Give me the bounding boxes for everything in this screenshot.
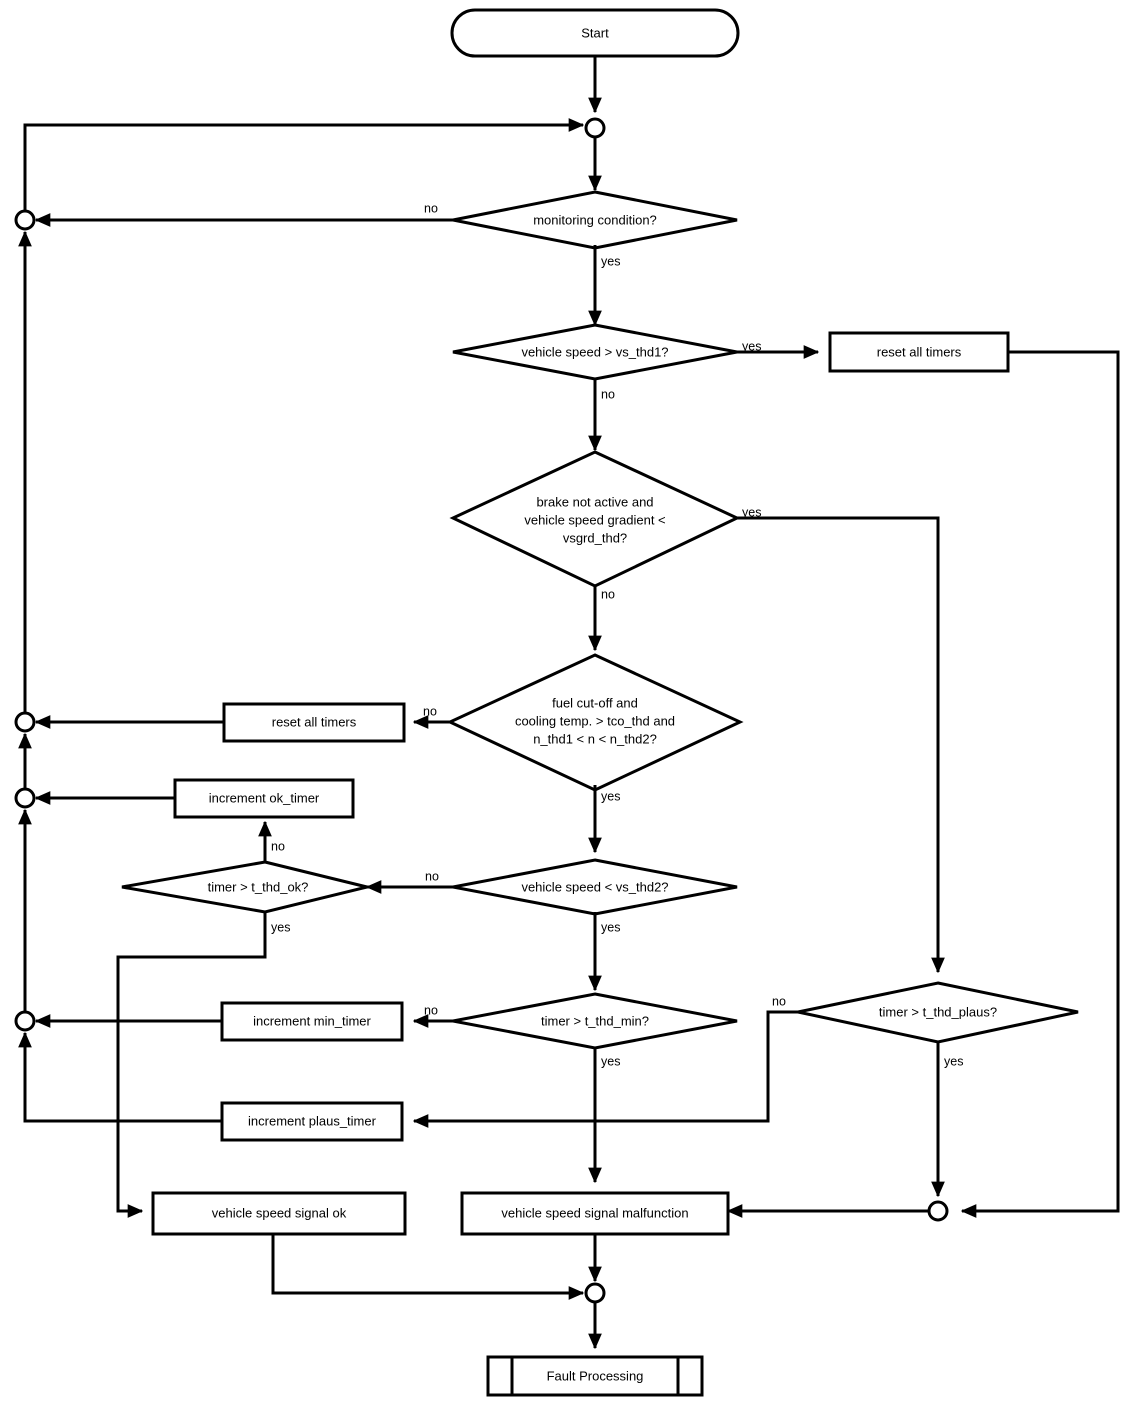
node-brake-gradient[interactable]: brake not active and vehicle speed gradi…: [449, 450, 741, 588]
fuel-cutoff-label-line3: n_thd1 < n < n_thd2?: [533, 731, 657, 746]
node-fault-processing[interactable]: Fault Processing: [486, 1355, 704, 1397]
node-merge-right-bottom[interactable]: [927, 1200, 949, 1222]
start-shape: [450, 8, 740, 58]
merge-left-3-circle: [14, 787, 36, 809]
timer-thd-plaus-label: timer > t_thd_plaus?: [879, 1004, 997, 1019]
edge-signal-ok-to-bottom-merge: [271, 1234, 585, 1300]
fuel-cutoff-label-line1: fuel cut-off and: [552, 695, 638, 710]
reset-all-timers-top-label: reset all timers: [877, 344, 962, 359]
edge-t-thd-plaus-no-to-increment-plaus: [412, 1010, 800, 1128]
node-increment-min-timer[interactable]: increment min_timer: [220, 1001, 404, 1042]
start-label: Start: [581, 25, 609, 40]
reset-all-timers-mid-label: reset all timers: [272, 714, 357, 729]
node-timer-thd-plaus[interactable]: timer > t_thd_plaus?: [797, 981, 1079, 1044]
brake-gradient-shape: [449, 450, 741, 588]
increment-ok-timer-shape: [173, 778, 355, 819]
timer-thd-min-shape: [452, 992, 738, 1050]
node-timer-thd-min[interactable]: timer > t_thd_min?: [452, 992, 738, 1050]
edge-label-fuel-no: no: [423, 704, 437, 718]
vehicle-speed-thd1-label: vehicle speed > vs_thd1?: [521, 344, 668, 359]
reset-all-timers-top-shape: [828, 331, 1010, 373]
edge-label-vs-thd1-no: no: [601, 387, 615, 401]
fault-processing-shape: [486, 1355, 704, 1397]
node-reset-all-timers-mid[interactable]: reset all timers: [222, 702, 406, 743]
edge-label-monitoring-no: no: [424, 201, 438, 215]
merge-right-bottom-circle: [927, 1200, 949, 1222]
node-fuel-cutoff[interactable]: fuel cut-off and cooling temp. > tco_thd…: [446, 653, 744, 792]
increment-plaus-timer-shape: [220, 1101, 404, 1142]
node-merge-left-2[interactable]: [14, 711, 36, 733]
node-vehicle-speed-signal-malfunction[interactable]: vehicle speed signal malfunction: [460, 1191, 730, 1236]
edge-label-brake-no: no: [601, 587, 615, 601]
timer-thd-plaus-shape: [797, 981, 1079, 1044]
increment-min-timer-shape: [220, 1001, 404, 1042]
increment-ok-timer-label: increment ok_timer: [209, 790, 320, 805]
increment-plaus-timer-label: increment plaus_timer: [248, 1113, 377, 1128]
timer-thd-ok-shape: [121, 860, 368, 914]
node-start[interactable]: Start: [450, 8, 740, 58]
edge-label-t-thd-ok-no: no: [271, 839, 285, 853]
vehicle-speed-signal-ok-label: vehicle speed signal ok: [212, 1205, 347, 1220]
node-merge-bottom[interactable]: [584, 1282, 606, 1304]
vehicle-speed-thd2-label: vehicle speed < vs_thd2?: [521, 879, 668, 894]
monitoring-condition-label: monitoring condition?: [533, 212, 657, 227]
merge-left-2-circle: [14, 711, 36, 733]
monitoring-condition-shape: [452, 190, 738, 250]
edge-label-vs-thd2-yes: yes: [601, 920, 620, 934]
node-reset-all-timers-top[interactable]: reset all timers: [828, 331, 1010, 373]
edge-t-thd-ok-yes-to-signal-ok: [116, 912, 267, 1218]
fuel-cutoff-label-line2: cooling temp. > tco_thd and: [515, 713, 675, 728]
edge-label-t-thd-min-yes: yes: [601, 1054, 620, 1068]
edge-label-t-thd-plaus-no: no: [772, 994, 786, 1008]
brake-gradient-label-line3: vsgrd_thd?: [563, 530, 627, 545]
node-increment-plaus-timer[interactable]: increment plaus_timer: [220, 1101, 404, 1142]
edge-label-monitoring-yes: yes: [601, 254, 620, 268]
merge-left-1-circle: [14, 209, 36, 231]
edge-brake-yes-to-t-thd-plaus: [735, 516, 945, 974]
edge-label-t-thd-min-no: no: [424, 1003, 438, 1017]
edge-label-vs-thd1-yes: yes: [742, 339, 761, 353]
vehicle-speed-signal-malfunction-label: vehicle speed signal malfunction: [501, 1205, 688, 1220]
reset-all-timers-mid-shape: [222, 702, 406, 743]
node-increment-ok-timer[interactable]: increment ok_timer: [173, 778, 355, 819]
vehicle-speed-signal-ok-shape: [151, 1191, 407, 1236]
fault-processing-label: Fault Processing: [547, 1368, 644, 1383]
node-timer-thd-ok[interactable]: timer > t_thd_ok?: [121, 860, 368, 914]
node-monitoring-condition[interactable]: monitoring condition?: [452, 190, 738, 250]
merge-bottom-circle: [584, 1282, 606, 1304]
vehicle-speed-signal-malfunction-shape: [460, 1191, 730, 1236]
edge-label-vs-thd2-no: no: [425, 869, 439, 883]
node-vehicle-speed-signal-ok[interactable]: vehicle speed signal ok: [151, 1191, 407, 1236]
edge-label-t-thd-plaus-yes: yes: [944, 1054, 963, 1068]
edge-label-fuel-yes: yes: [601, 789, 620, 803]
merge-top-circle: [584, 117, 606, 139]
timer-thd-min-label: timer > t_thd_min?: [541, 1013, 649, 1028]
edge-left-rail-top-return: [23, 118, 585, 211]
brake-gradient-label-line2: vehicle speed gradient <: [524, 512, 665, 527]
timer-thd-ok-label: timer > t_thd_ok?: [208, 879, 309, 894]
node-merge-left-1[interactable]: [14, 209, 36, 231]
edge-label-brake-yes: yes: [742, 505, 761, 519]
edge-reset-top-to-right-rail: [960, 350, 1120, 1218]
increment-min-timer-label: increment min_timer: [253, 1013, 371, 1028]
node-merge-left-3[interactable]: [14, 787, 36, 809]
vehicle-speed-thd2-shape: [452, 858, 738, 916]
merge-left-4-circle: [14, 1010, 36, 1032]
fuel-cutoff-shape: [446, 653, 744, 792]
edge-increment-plaus-to-left-rail: [18, 1031, 222, 1123]
node-vehicle-speed-thd1[interactable]: vehicle speed > vs_thd1?: [452, 323, 738, 381]
node-vehicle-speed-thd2[interactable]: vehicle speed < vs_thd2?: [452, 858, 738, 916]
vehicle-speed-thd1-shape: [452, 323, 738, 381]
node-merge-top[interactable]: [584, 117, 606, 139]
edge-label-t-thd-ok-yes: yes: [271, 920, 290, 934]
brake-gradient-label-line1: brake not active and: [536, 494, 653, 509]
node-merge-left-4[interactable]: [14, 1010, 36, 1032]
